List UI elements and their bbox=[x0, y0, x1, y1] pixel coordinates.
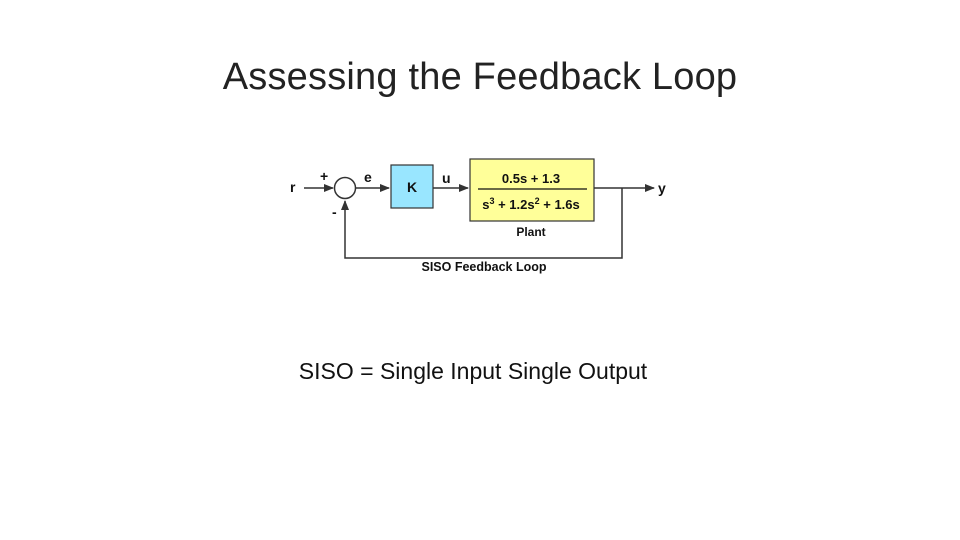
controller-block bbox=[390, 164, 434, 209]
plant-block bbox=[469, 158, 595, 222]
output-label: y bbox=[658, 180, 666, 196]
controller-label: K bbox=[407, 179, 417, 195]
feedback-path bbox=[341, 188, 623, 259]
error-label: e bbox=[364, 169, 372, 185]
denominator-term-2: + 1.2s bbox=[494, 197, 534, 212]
plus-sign: + bbox=[320, 168, 328, 184]
slide-title: Assessing the Feedback Loop bbox=[222, 56, 738, 98]
denominator-exponent-2: 2 bbox=[535, 196, 540, 206]
loop-label: SISO Feedback Loop bbox=[421, 260, 546, 274]
summing-junction bbox=[333, 176, 357, 200]
denominator-exponent-1: 3 bbox=[489, 196, 494, 206]
minus-sign: - bbox=[332, 204, 337, 220]
plant-label: Plant bbox=[516, 225, 545, 239]
plant-numerator: 0.5s + 1.3 bbox=[502, 171, 560, 186]
plant-denominator: s3 + 1.2s2 + 1.6s bbox=[482, 196, 580, 212]
caption: SISO = Single Input Single Output bbox=[298, 358, 648, 384]
denominator-term-1: s bbox=[482, 197, 489, 212]
reference-label: r bbox=[290, 179, 296, 195]
denominator-term-3: + 1.6s bbox=[540, 197, 580, 212]
control-label: u bbox=[442, 170, 451, 186]
